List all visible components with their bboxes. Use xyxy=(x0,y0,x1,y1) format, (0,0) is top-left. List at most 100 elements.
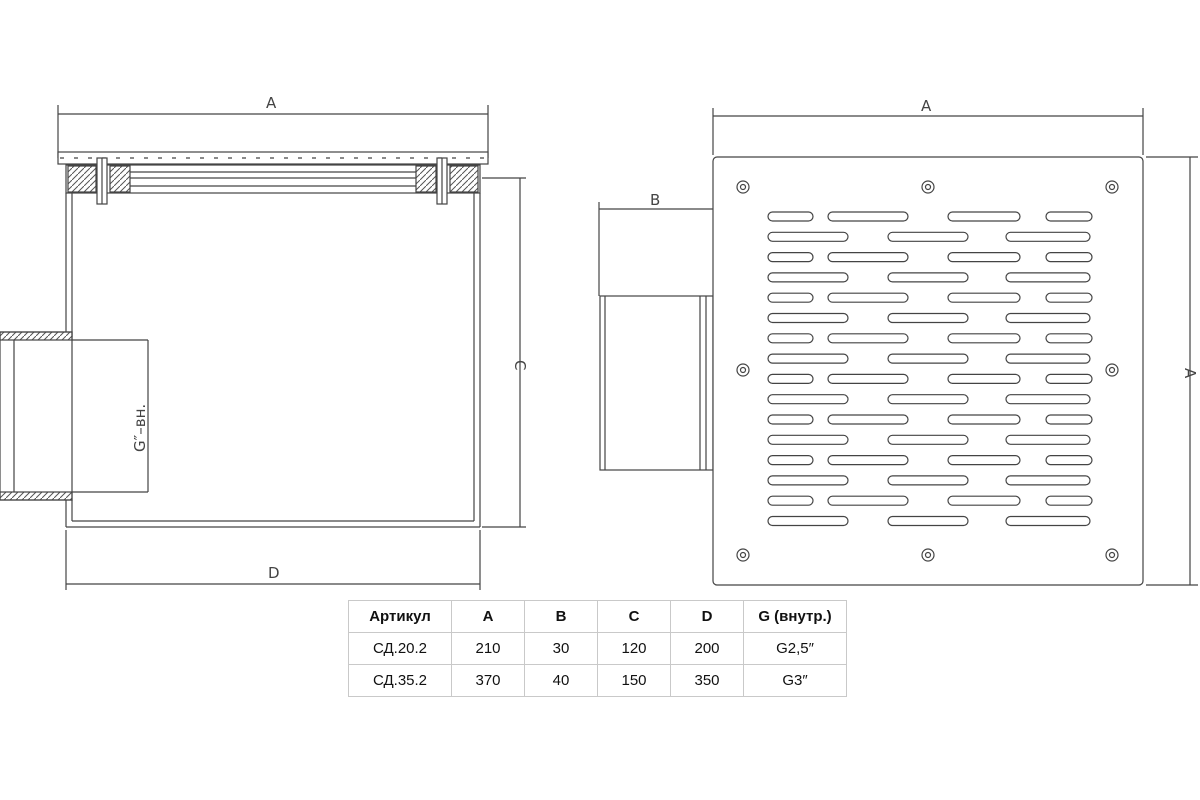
screw-icon xyxy=(921,180,935,194)
grate-slot xyxy=(887,231,969,242)
dim-a-label-front-top: A xyxy=(921,97,932,115)
grate-slot xyxy=(767,434,849,445)
grate-slot xyxy=(827,292,909,303)
cell-b: 40 xyxy=(524,664,598,697)
dimension-a-right-front xyxy=(1146,156,1198,586)
screw-icon xyxy=(1105,363,1119,377)
grate-slot xyxy=(767,373,814,384)
grate-slot xyxy=(767,292,814,303)
grate-slot xyxy=(827,455,909,466)
grate-slot xyxy=(947,373,1021,384)
grate-slot xyxy=(767,272,849,283)
grate-slot xyxy=(947,333,1021,344)
grate-slots xyxy=(767,211,1093,527)
grate-slot xyxy=(1045,211,1093,222)
grate-slot xyxy=(887,515,969,527)
table-row: СД.20.2 210 30 120 200 G2,5″ xyxy=(348,632,847,665)
grate-slot xyxy=(1005,231,1091,242)
outlet-pipe xyxy=(0,331,149,501)
screw-icon xyxy=(736,548,750,562)
technical-drawing: A xyxy=(0,94,1199,590)
screw-icon xyxy=(1105,548,1119,562)
grate-slot xyxy=(767,231,849,242)
grate-slot xyxy=(1005,475,1091,486)
grate-slot xyxy=(827,252,909,263)
cell-c: 150 xyxy=(597,664,671,697)
grate-slot xyxy=(767,312,849,324)
grate-slot xyxy=(1045,455,1093,466)
header-c: C xyxy=(597,600,671,633)
cell-d: 200 xyxy=(670,632,744,665)
screw-icon xyxy=(736,363,750,377)
bolt-right xyxy=(436,157,448,205)
front-view: A B A xyxy=(598,97,1199,586)
thread-label: G″–вн. xyxy=(131,404,149,452)
screw-icon xyxy=(736,180,750,194)
grate-slot xyxy=(887,434,969,445)
dimension-b xyxy=(598,202,713,296)
cell-article: СД.20.2 xyxy=(348,632,452,665)
grate-slot xyxy=(827,414,909,425)
dim-c-label: C xyxy=(511,360,529,370)
grate-slot xyxy=(767,515,849,527)
grate-slot xyxy=(1005,434,1091,445)
grate-slot xyxy=(1005,353,1091,364)
grate-slot xyxy=(887,272,969,283)
dimension-d xyxy=(65,530,481,590)
cell-g: G3″ xyxy=(743,664,847,697)
spec-table-header-row: Артикул A B C D G (внутр.) xyxy=(348,600,847,633)
grate-slot xyxy=(1045,252,1093,263)
side-view: A xyxy=(0,94,529,590)
grate-slot xyxy=(827,373,909,384)
grate-slot xyxy=(1045,292,1093,303)
grate-slot xyxy=(1005,312,1091,324)
grate-slot xyxy=(1045,495,1093,506)
grate-slot xyxy=(887,475,969,486)
grate-slot xyxy=(767,414,814,425)
grate-slot xyxy=(767,353,849,364)
grate-slot xyxy=(947,495,1021,506)
grate-slot xyxy=(947,292,1021,303)
dimension-a-top-front xyxy=(712,108,1144,155)
dim-a-label-side: A xyxy=(266,94,277,112)
grate-slot xyxy=(887,394,969,405)
dim-d-label: D xyxy=(268,564,280,582)
grate-slot xyxy=(827,211,909,222)
cell-article: СД.35.2 xyxy=(348,664,452,697)
grate-slot xyxy=(947,252,1021,263)
grate-slot xyxy=(767,475,849,486)
dimension-c xyxy=(482,177,526,528)
grate-slot xyxy=(767,495,814,506)
header-article: Артикул xyxy=(348,600,452,633)
grate-slot xyxy=(767,333,814,344)
header-a: A xyxy=(451,600,525,633)
grate-slot xyxy=(1005,515,1091,527)
cell-g: G2,5″ xyxy=(743,632,847,665)
dim-b-label: B xyxy=(650,191,660,209)
grate-cover-section xyxy=(57,151,489,194)
cell-d: 350 xyxy=(670,664,744,697)
pipe-stub xyxy=(599,295,714,471)
table-row: СД.35.2 370 40 150 350 G3″ xyxy=(348,664,847,697)
screw-icon xyxy=(921,548,935,562)
screw-holes xyxy=(736,180,1119,562)
grate-plate xyxy=(712,156,1144,586)
grate-slot xyxy=(767,252,814,263)
header-d: D xyxy=(670,600,744,633)
grate-slot xyxy=(827,495,909,506)
grate-slot xyxy=(947,455,1021,466)
grate-slot xyxy=(767,211,814,222)
grate-slot xyxy=(827,333,909,344)
grate-slot xyxy=(767,394,849,405)
bolt-left xyxy=(96,157,108,205)
grate-slot xyxy=(887,312,969,324)
grate-slot xyxy=(947,414,1021,425)
cell-a: 210 xyxy=(451,632,525,665)
spec-table: Артикул A B C D G (внутр.) СД.20.2 210 3… xyxy=(348,600,847,697)
grate-slot xyxy=(1045,333,1093,344)
grate-slot xyxy=(1045,414,1093,425)
grate-slot xyxy=(1045,373,1093,384)
cell-b: 30 xyxy=(524,632,598,665)
header-b: B xyxy=(524,600,598,633)
dimension-a-top-side xyxy=(57,105,489,158)
